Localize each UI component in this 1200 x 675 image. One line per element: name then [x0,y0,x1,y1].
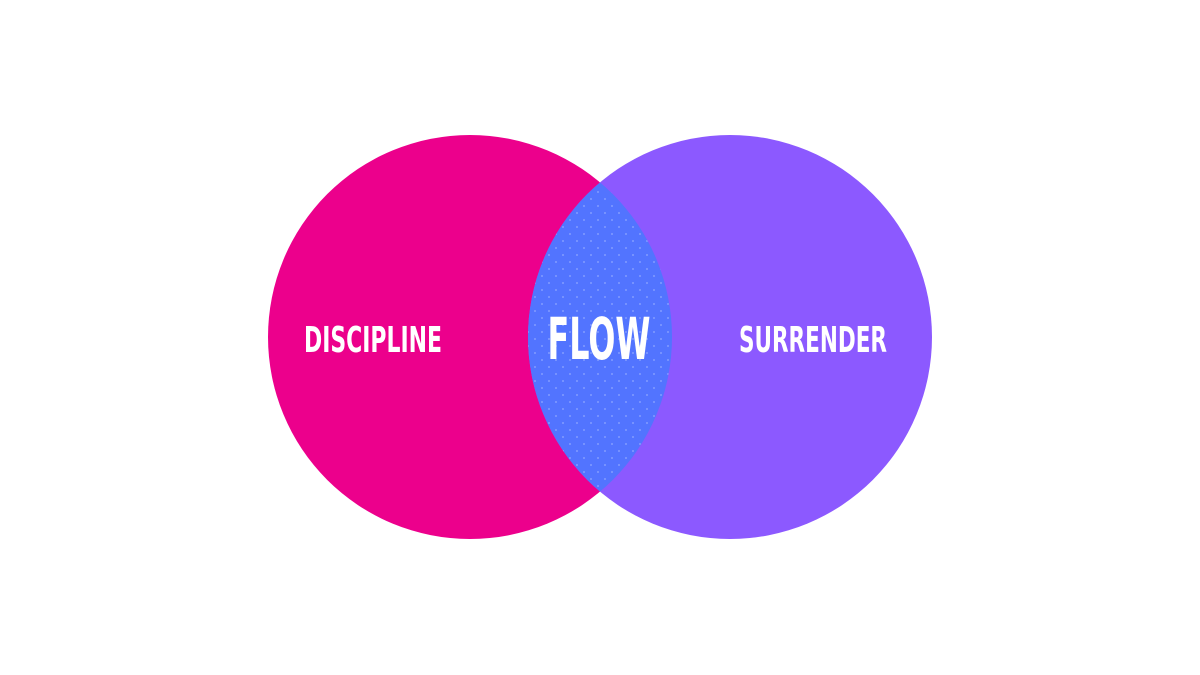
left-set-label: DISCIPLINE [304,320,442,361]
intersection-label: FLOW [548,305,651,373]
right-set-label: SURRENDER [739,320,887,361]
intersection-dot-pattern [528,135,672,539]
intersection-region [528,135,672,539]
